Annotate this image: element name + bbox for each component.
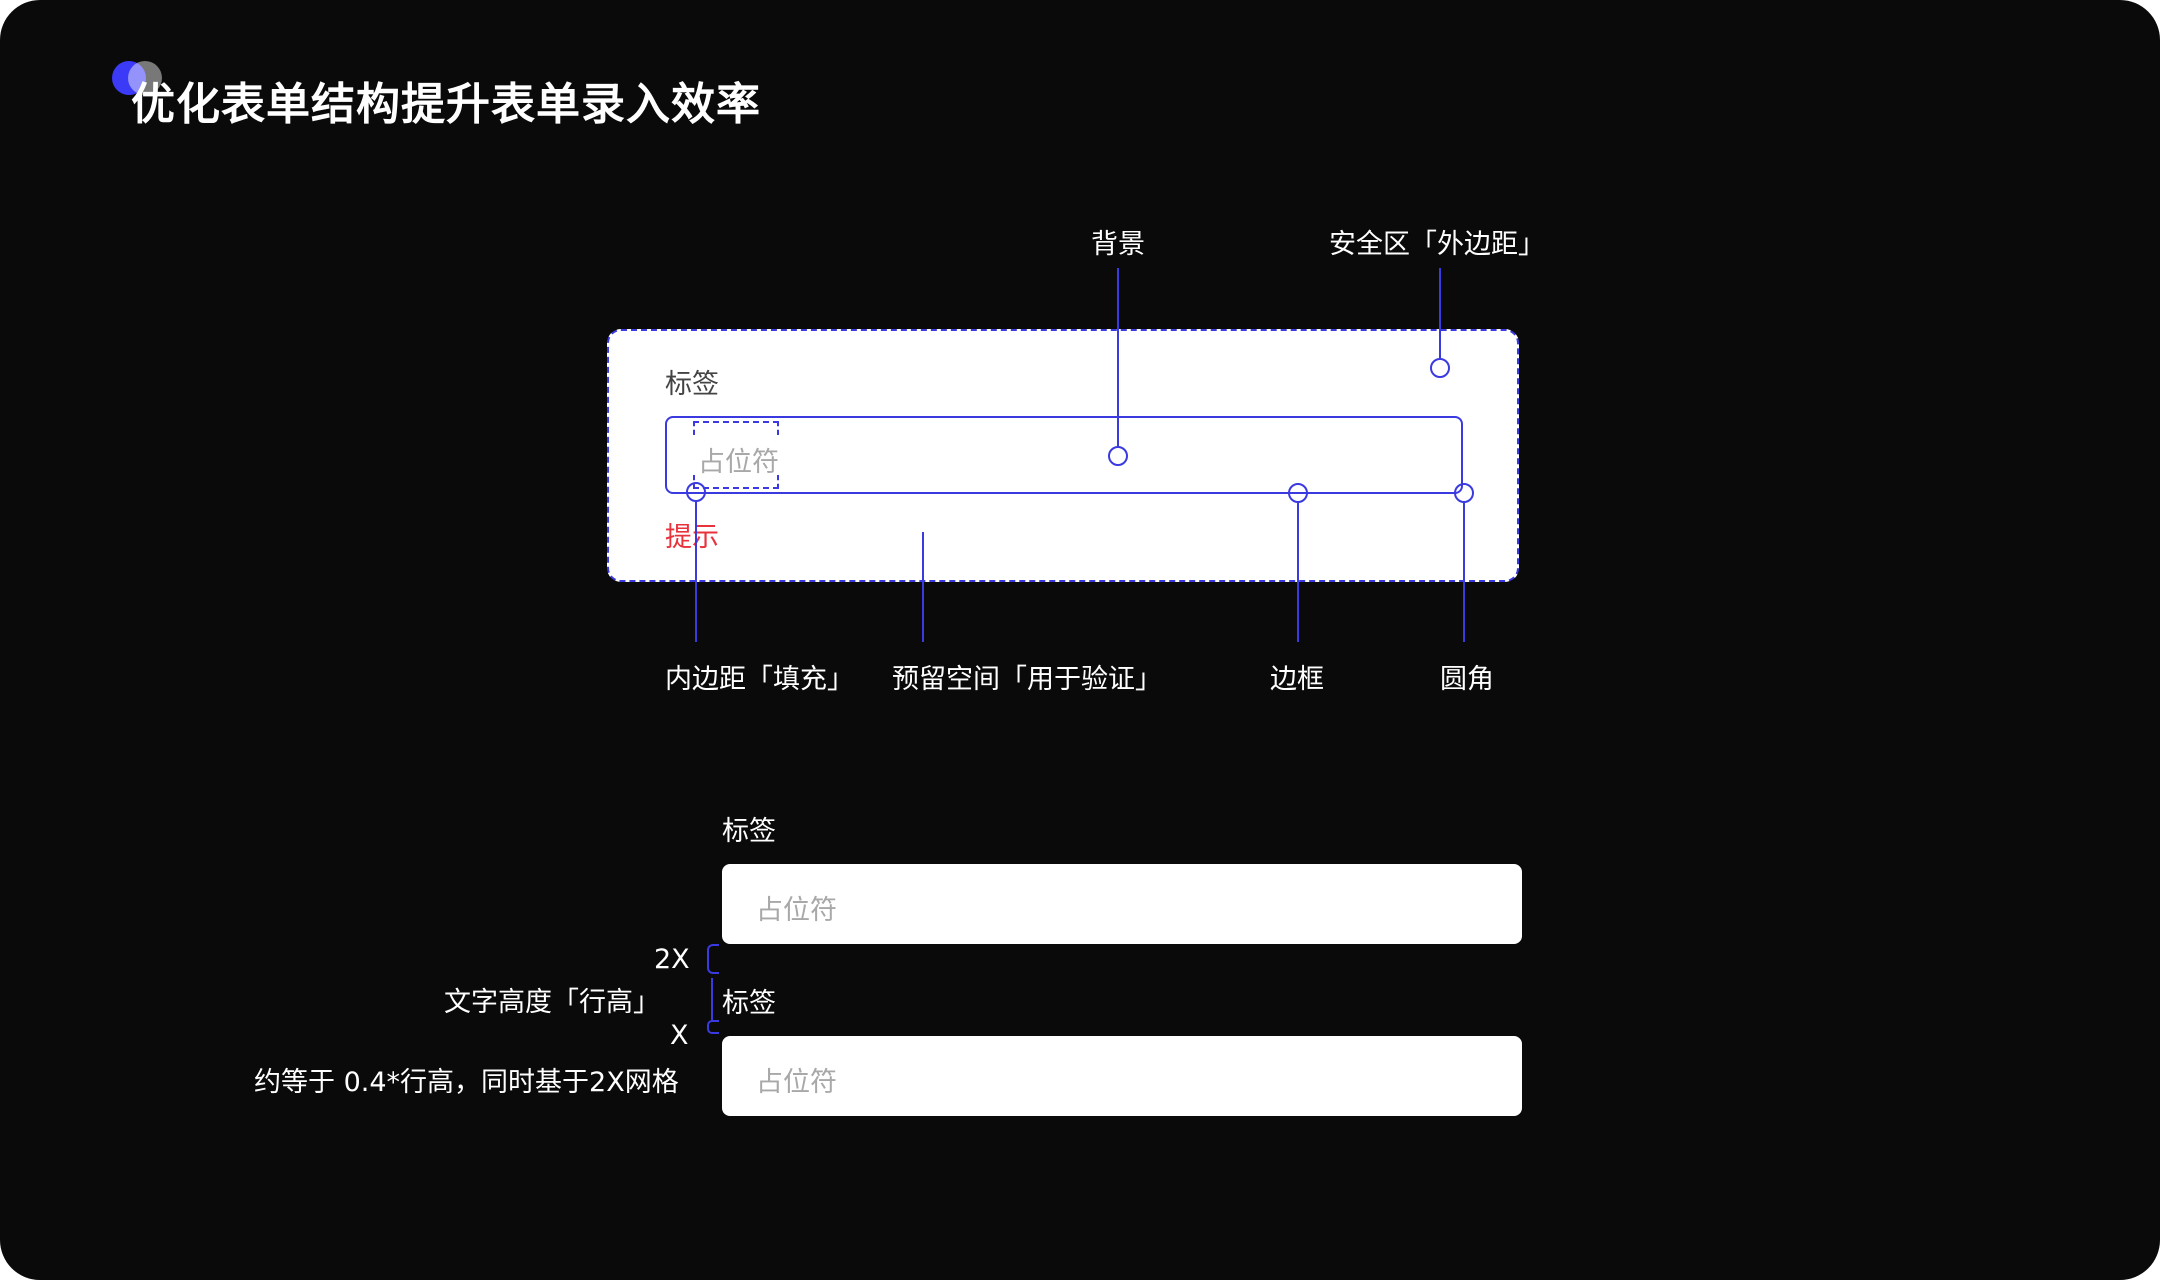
example-label-2: 标签 bbox=[722, 988, 776, 1019]
gap-x-label: X bbox=[670, 1020, 689, 1051]
callout-corner-radius-line bbox=[1463, 503, 1465, 642]
callout-safe-area-marker bbox=[1430, 358, 1450, 378]
example-label-1: 标签 bbox=[722, 816, 776, 847]
title-decoration-dot bbox=[112, 61, 146, 95]
field-label: 标签 bbox=[665, 369, 719, 400]
callout-padding-marker bbox=[686, 482, 706, 502]
field-placeholder: 占位符 bbox=[698, 447, 779, 478]
example-input-2[interactable] bbox=[722, 1036, 1522, 1116]
callout-border-label: 边框 bbox=[1270, 664, 1324, 695]
gap-x-note: 约等于 0.4*行高，同时基于2X网格 bbox=[254, 1067, 679, 1098]
padding-guide-top bbox=[693, 421, 779, 435]
callout-border-marker bbox=[1288, 483, 1308, 503]
callout-corner-radius-marker bbox=[1454, 483, 1474, 503]
callout-corner-radius-label: 圆角 bbox=[1440, 664, 1494, 695]
callout-background-marker bbox=[1108, 446, 1128, 466]
example-placeholder-1: 占位符 bbox=[756, 895, 837, 926]
line-height-note: 文字高度「行高」 bbox=[444, 987, 660, 1018]
callout-padding-label: 内边距「填充」 bbox=[665, 664, 854, 695]
input-field-outline bbox=[665, 416, 1463, 494]
callout-safe-area-label: 安全区「外边距」 bbox=[1329, 229, 1545, 260]
title-decoration-dot-overlay bbox=[128, 61, 162, 95]
callout-padding-line bbox=[695, 502, 697, 642]
callout-reserved-space-label: 预留空间「用于验证」 bbox=[892, 664, 1162, 695]
example-input-1[interactable] bbox=[722, 864, 1522, 944]
gap-x-bracket bbox=[707, 1020, 719, 1034]
line-height-bracket bbox=[711, 978, 713, 1020]
callout-reserved-space-line bbox=[922, 532, 924, 642]
callout-safe-area-line bbox=[1439, 268, 1441, 358]
gap-2x-label: 2X bbox=[654, 944, 690, 975]
callout-background-label: 背景 bbox=[1091, 229, 1145, 260]
field-hint: 提示 bbox=[665, 522, 719, 553]
gap-2x-bracket bbox=[707, 944, 719, 974]
callout-border-line bbox=[1297, 503, 1299, 642]
form-field-anatomy-card bbox=[607, 329, 1519, 582]
example-placeholder-2: 占位符 bbox=[756, 1067, 837, 1098]
page-title: 优化表单结构提升表单录入效率 bbox=[131, 79, 761, 130]
callout-background-line bbox=[1117, 268, 1119, 446]
